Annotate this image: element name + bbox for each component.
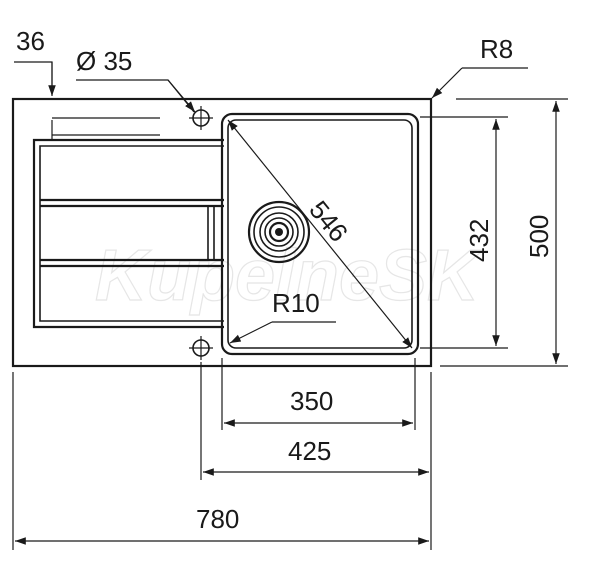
drainer-area xyxy=(32,138,224,329)
dim-bowl-section-width: 425 xyxy=(203,436,429,476)
tap-hole-top xyxy=(189,106,213,130)
drainer-rib-end xyxy=(207,206,215,260)
dim-tap-offset: 36 xyxy=(14,26,160,140)
dim-bowl-section-width-label: 425 xyxy=(288,436,331,466)
drainer-outer-groove-inner xyxy=(39,145,224,322)
dim-hole-diameter-label: Ø 35 xyxy=(76,46,132,76)
drainer-rib-2 xyxy=(40,258,224,268)
dim-corner-radius-bowl: R10 xyxy=(229,288,336,344)
dim-tap-offset-label: 36 xyxy=(16,26,45,56)
dim-corner-radius-bowl-label: R10 xyxy=(272,288,320,318)
bowl-outline xyxy=(220,112,420,356)
dim-overall-width-label: 780 xyxy=(196,504,239,534)
tap-hole-bottom xyxy=(189,336,213,360)
dim-bowl-width: 350 xyxy=(224,386,413,427)
drainer-outer-groove xyxy=(32,138,224,329)
dim-corner-radius-outer: R8 xyxy=(431,34,528,99)
dim-bowl-depth-label: 432 xyxy=(464,219,494,262)
drainer-rib-1 xyxy=(40,198,224,208)
dim-overall-depth-label: 500 xyxy=(524,215,554,258)
dim-bowl-width-label: 350 xyxy=(290,386,333,416)
dim-bowl-depth: 432 xyxy=(420,116,508,349)
dim-corner-radius-outer-label: R8 xyxy=(480,34,513,64)
dim-hole-diameter: Ø 35 xyxy=(76,46,196,113)
dim-overall-depth: 500 xyxy=(440,98,568,367)
dim-overall-width: 780 xyxy=(14,504,429,545)
